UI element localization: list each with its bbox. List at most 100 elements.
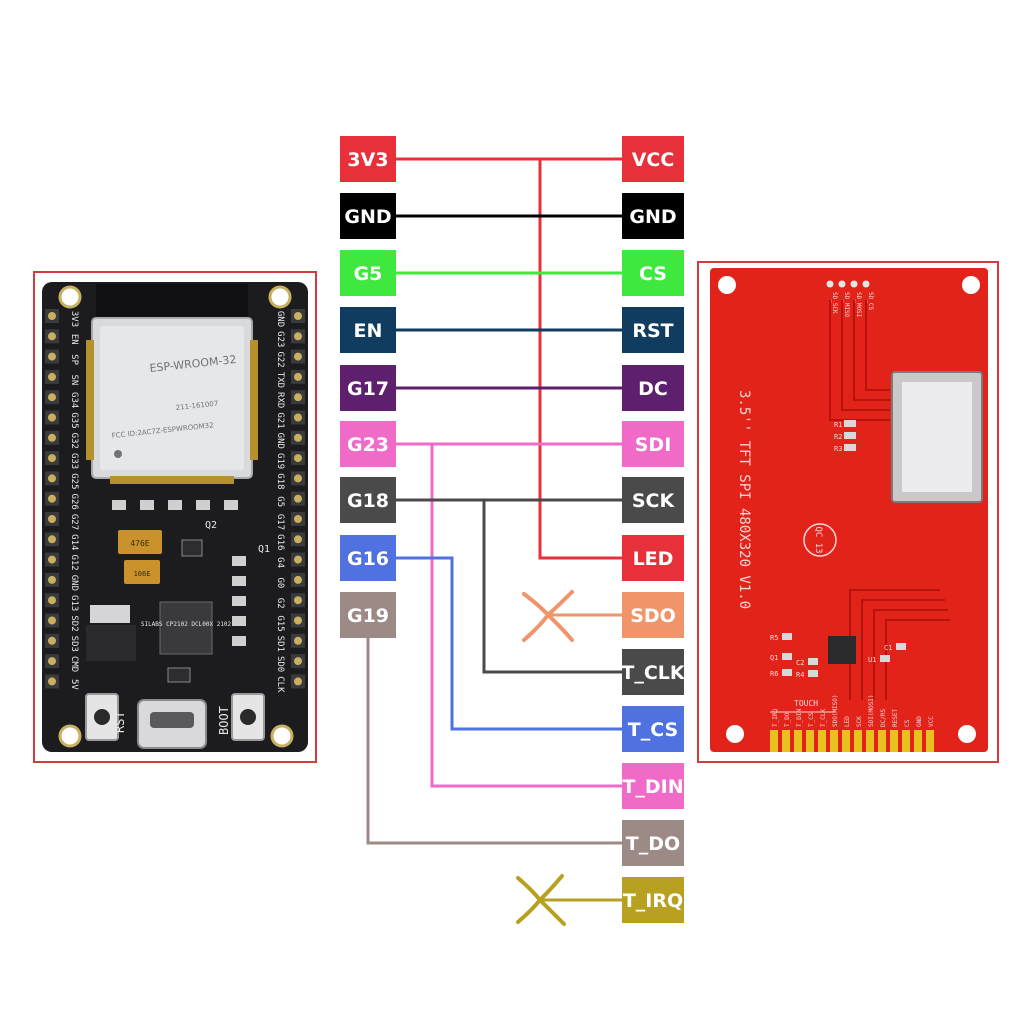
pin-label-text: EN (354, 320, 383, 342)
esp32-pin-label: G23 (340, 421, 396, 467)
tft-pin-label: T_CLK (621, 649, 686, 695)
header-pin-label: LED (844, 716, 851, 727)
pin-label-text: T_CS (628, 719, 678, 741)
tirq-unconnected-cross (516, 874, 566, 926)
header-pin-pad (48, 312, 56, 320)
header-pin-label: G25 (69, 473, 79, 489)
tft-pin-label: SDO (622, 592, 684, 638)
pin-label-box (340, 193, 396, 239)
esp32-pin-label: G5 (340, 250, 396, 296)
pin-label-box (340, 136, 396, 182)
header-pin-pad (294, 616, 302, 625)
tft-title: 3.5'' TFT SPI 480X320 V1.0 (736, 390, 752, 609)
header-pin-pad (294, 454, 302, 463)
header-pin-pad (48, 575, 56, 584)
header-pin-pad (48, 677, 56, 686)
usb-uart-chip (159, 601, 213, 655)
header-pin (890, 730, 898, 752)
header-pin-label: T_DIN (796, 709, 803, 727)
header-pin-label: G33 (69, 453, 79, 469)
header-pin-label: G5 (275, 496, 285, 507)
header-pin-label: G17 (275, 514, 285, 530)
rst-button-cap (94, 709, 110, 725)
regulator-tab (90, 605, 130, 623)
esp32-pin-label: G18 (340, 477, 396, 523)
esp32-frame (33, 271, 317, 763)
header-pin-label: 3V3 (69, 311, 79, 327)
esp32-pin-label: GND (340, 193, 396, 239)
wire-g18-tclk (482, 500, 622, 674)
resistor (844, 432, 856, 439)
header-pin-label: T_CLK (820, 709, 827, 727)
sdo-unconnected-cross (522, 590, 574, 642)
pin-label-box (622, 877, 684, 923)
header-pin (842, 730, 850, 752)
pin-label-text: G23 (347, 434, 389, 456)
pin-label-text: LED (633, 548, 674, 570)
header-pin (830, 730, 838, 752)
header-pin-label: G27 (69, 514, 79, 530)
tft-pin-label: LED (622, 535, 684, 581)
sd-pad-label: SD_MOSI (855, 292, 862, 318)
sd-pad (850, 280, 858, 288)
header-pin-pad (48, 454, 56, 463)
pin-label-box (622, 535, 684, 581)
mount-hole (962, 276, 980, 294)
header-pin-label: G14 (69, 534, 79, 550)
header-pin-label: G26 (69, 494, 79, 510)
header-pin-pad (294, 312, 302, 320)
header-pin-pad (294, 433, 302, 442)
header-pin-label: CLK (275, 676, 285, 693)
header-pin-label: VCC (928, 716, 935, 727)
tft-pin-label: VCC (622, 136, 684, 182)
tft-pin-label: SDI (622, 421, 684, 467)
pin-label-box (340, 421, 396, 467)
pin-label-text: T_IRQ (623, 890, 683, 912)
pin-label-box (622, 706, 684, 752)
header-pin (770, 730, 778, 752)
pin-label-box (622, 250, 684, 296)
tft-pin-label: RST (622, 307, 684, 353)
header-pin (866, 730, 874, 752)
header-pin-pad (48, 515, 56, 523)
header-pin (782, 730, 790, 752)
pin-label-box (622, 763, 684, 809)
pin-label-box (340, 250, 396, 296)
header-pin-pad (294, 494, 302, 503)
pin-label-box (622, 365, 684, 411)
pin-label-text: SCK (632, 490, 676, 512)
header-pin-label: T_CS (808, 712, 815, 727)
pin-label-text: T_DO (626, 833, 680, 855)
header-pin (854, 730, 862, 752)
pin-label-text: T_CLK (621, 662, 686, 684)
tft-frame (697, 261, 999, 763)
smd-part (782, 653, 792, 660)
smd-label: C1 (884, 644, 892, 652)
pin-label-text: GND (344, 206, 391, 228)
header-pin-pad (294, 596, 302, 605)
sd-pad (862, 280, 870, 288)
esp32-pin-label: 3V3 (340, 136, 396, 182)
header-pin-label: GND (275, 311, 285, 327)
header-pin-label: SD2 (69, 615, 79, 631)
smd-label: C2 (796, 659, 804, 667)
header-pin-label: SN (69, 374, 79, 385)
header-pin-pad (48, 596, 56, 605)
header-pin-label: G15 (275, 615, 285, 631)
header-pin-pad (294, 555, 302, 564)
esp32-pin-label: G16 (340, 535, 396, 581)
smd-parts (112, 500, 246, 683)
sd-traces (829, 300, 890, 421)
mount-hole (958, 725, 976, 743)
header-pin-label: SCK (856, 716, 863, 727)
header-pin-pad (294, 413, 302, 422)
smd-part (880, 655, 890, 662)
mount-hole (270, 724, 294, 748)
mount-hole (268, 285, 292, 309)
smd-label: R6 (770, 670, 778, 678)
header-pin-pad (48, 352, 56, 361)
